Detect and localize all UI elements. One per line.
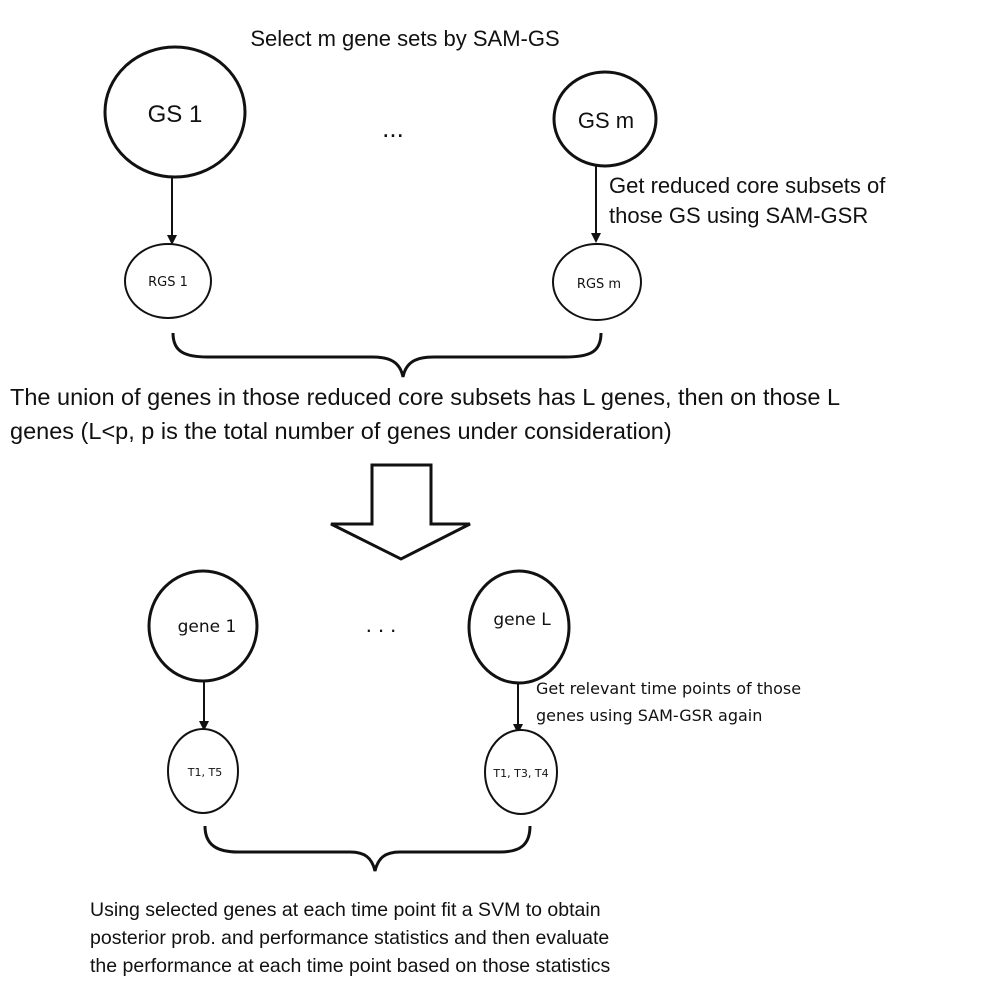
geneL-label: gene L (493, 610, 551, 630)
reduce-step-label-line2: those GS using SAM-GSR (609, 203, 868, 228)
timepoints-gene1-label: T1, T5 (187, 766, 222, 779)
big-down-arrow (330, 463, 471, 561)
rgsm-node (552, 243, 642, 321)
rgs1-node (124, 243, 212, 319)
final-text-line1: Using selected genes at each time point … (90, 899, 601, 921)
top-ellipsis: ... (382, 113, 404, 143)
timepoint-step-label-line2: genes using SAM-GSR again (536, 706, 762, 725)
timepoints-geneL-label: T1, T3, T4 (492, 767, 548, 780)
gene-ellipsis: . . . (366, 612, 397, 637)
gsm-label: GS m (578, 108, 634, 133)
timepoint-step-label-line1: Get relevant time points of those (536, 679, 801, 698)
gsm-node (552, 70, 658, 168)
rgsm-label: RGS m (577, 277, 621, 292)
bottom-brace (203, 825, 532, 872)
union-text-line1: The union of genes in those reduced core… (10, 384, 840, 410)
diagram-title: Select m gene sets by SAM-GS (250, 26, 559, 51)
timepoints-geneL-node (484, 729, 558, 815)
union-text-line2: genes (L<p, p is the total number of gen… (10, 418, 672, 444)
timepoints-gene1-node (167, 728, 239, 814)
reduce-step-label-line1: Get reduced core subsets of (609, 173, 886, 198)
rgs1-label: RGS 1 (148, 275, 188, 290)
gs1-label: GS 1 (148, 101, 203, 128)
top-brace (171, 332, 603, 378)
final-text-line2: posterior prob. and performance statisti… (90, 927, 609, 949)
gene1-label: gene 1 (178, 617, 237, 637)
gs1-node (103, 45, 247, 179)
final-text-line3: the performance at each time point based… (90, 955, 611, 977)
